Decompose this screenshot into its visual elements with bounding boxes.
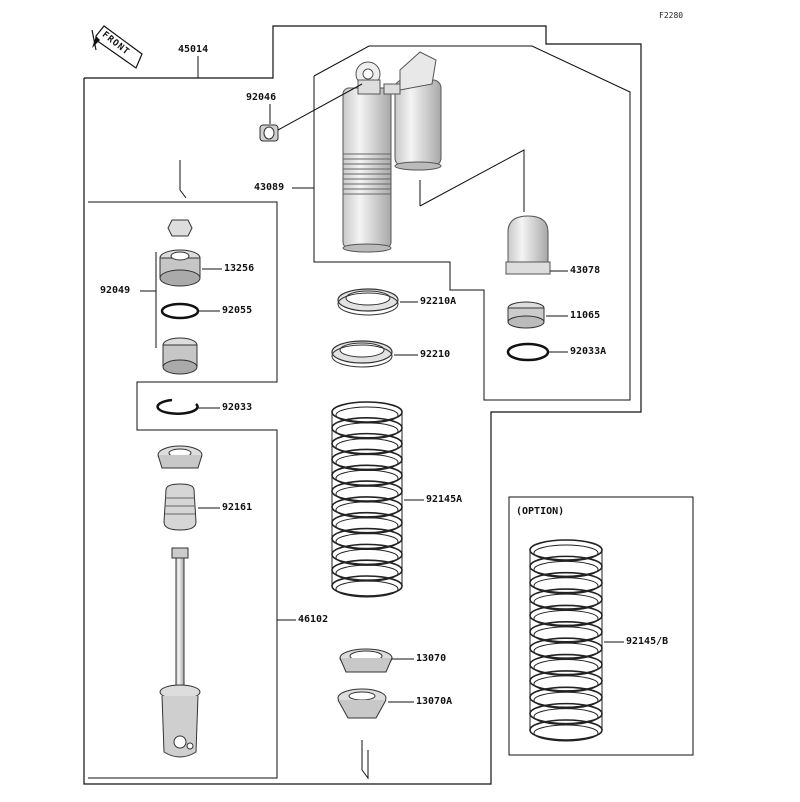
break-marks-top	[179, 160, 187, 199]
option-box	[508, 496, 694, 756]
part-label-45014: 45014	[178, 44, 209, 55]
part-label-43089: 43089	[254, 182, 285, 193]
part-label-92210A: 92210A	[420, 296, 457, 307]
spring-coil	[331, 511, 403, 534]
spring-coil	[331, 448, 403, 471]
part-label-13256: 13256	[224, 263, 255, 274]
part-label-13070: 13070	[416, 653, 447, 664]
spring-coil	[331, 417, 403, 439]
part-label-92055: 92055	[222, 305, 253, 316]
lock-nut-92210A	[337, 288, 399, 316]
spring-coil	[331, 575, 403, 597]
spring-coil	[331, 401, 403, 423]
shock-body-boundary	[313, 45, 631, 401]
shock-body	[342, 51, 442, 253]
part-label-92210: 92210	[420, 349, 451, 360]
part-label-13070A: 13070A	[416, 696, 453, 707]
spring-coil	[331, 559, 403, 581]
reservoir-cap-43078	[505, 215, 551, 275]
piston-assembly-boundary	[88, 201, 278, 779]
spring-coil	[331, 480, 403, 502]
seal-11065	[507, 301, 545, 329]
spring-coil	[331, 527, 403, 550]
spring-coil	[331, 432, 403, 455]
lock-nut-92210	[331, 340, 393, 368]
part-label-92161: 92161	[222, 502, 253, 513]
ring-92055	[160, 302, 200, 320]
leader-92046-to-body	[277, 83, 363, 131]
spring-seat-13070	[339, 648, 393, 673]
part-label-92145A: 92145A	[426, 494, 463, 505]
spring-seat-13070A	[337, 688, 387, 719]
part-label-11065: 11065	[570, 310, 601, 321]
part-label-92049: 92049	[100, 285, 131, 296]
front-arrow-icon	[91, 25, 143, 69]
diagram-code: F2280	[659, 11, 684, 20]
spring-coil-inner	[533, 724, 599, 742]
bump-rubber-92161	[163, 483, 197, 531]
spring-coil-inner	[335, 580, 399, 598]
stopper-cap	[157, 445, 203, 469]
spring-coil	[331, 543, 403, 566]
spring-coil	[331, 464, 403, 487]
spring-coil	[331, 496, 403, 518]
option-label: (OPTION)	[516, 506, 565, 517]
leader-reservoir-cap	[419, 149, 525, 212]
o-ring-92033A	[506, 342, 550, 362]
piston-13256	[159, 249, 201, 287]
part-label-46102: 46102	[298, 614, 329, 625]
spring-92145A	[331, 401, 403, 598]
part-label-92033A: 92033A	[570, 346, 607, 357]
bushing-92046	[259, 124, 279, 142]
part-label-92033: 92033	[222, 402, 253, 413]
circlip-92033	[156, 398, 199, 415]
part-label-92046: 92046	[246, 92, 277, 103]
piston-nut	[167, 219, 193, 237]
assembly-boundary-outline	[83, 25, 642, 785]
part-label-92145B: 92145/B	[626, 636, 669, 647]
break-marks-bottom	[361, 740, 369, 780]
shaft-46102	[159, 547, 201, 758]
spring-92145B	[529, 539, 603, 742]
piston-lower	[162, 337, 198, 375]
part-label-43078: 43078	[570, 265, 601, 276]
